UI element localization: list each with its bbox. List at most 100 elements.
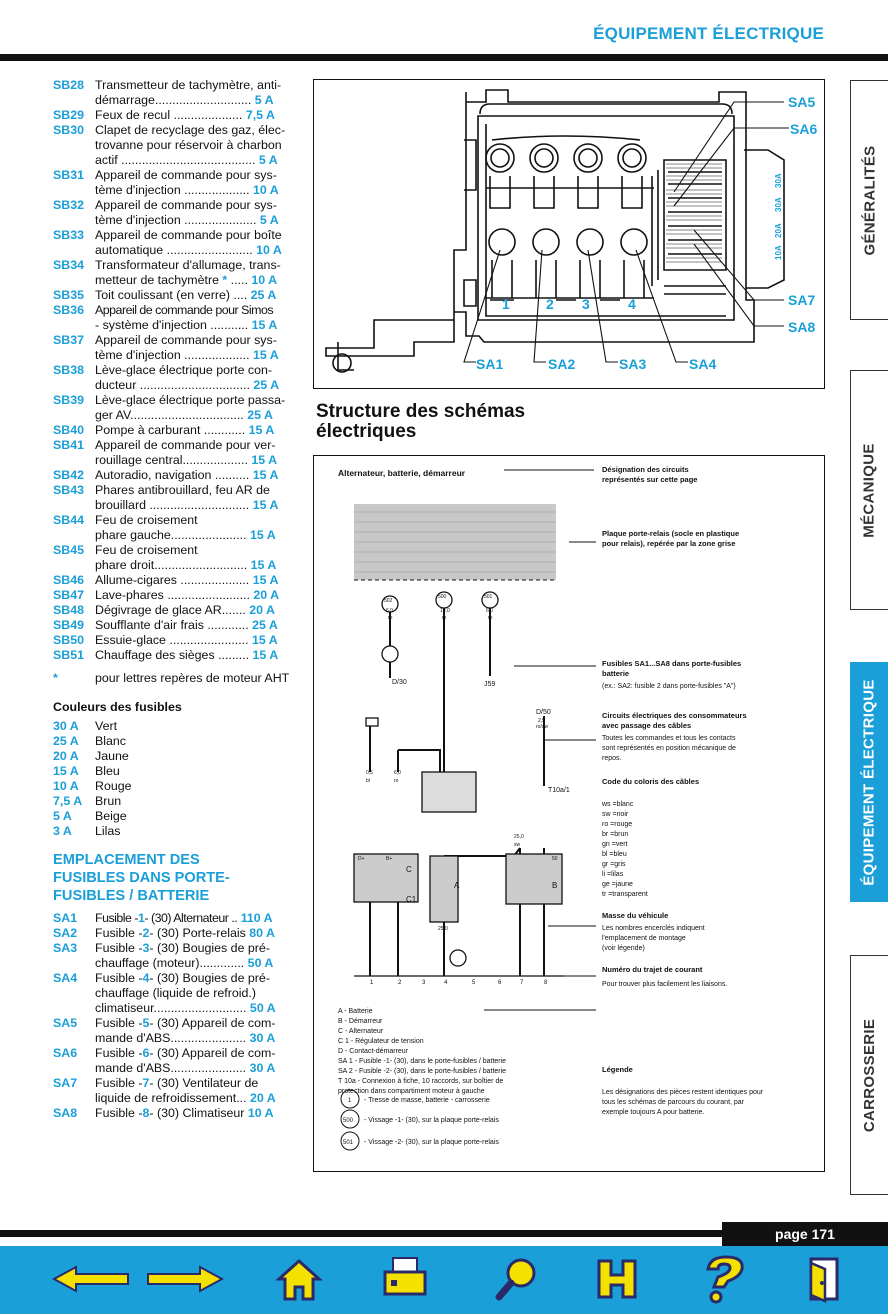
fuse-code: SA5 [53, 1016, 78, 1030]
fuse-code: SA4 [53, 971, 78, 985]
label-fusibles: batterie [602, 669, 629, 678]
fuse-code: SB30 [53, 123, 84, 137]
fuse-amperage: 15 A [252, 573, 279, 587]
tab-carrosserie[interactable]: CARROSSERIE [850, 955, 888, 1195]
fuse-description: Lève-glace électrique porte passa-ger AV… [95, 393, 286, 422]
label-legende-desc: Les désignations des pièces restent iden… [602, 1089, 764, 1096]
fuse-color-amp: 7,5 A [53, 794, 83, 808]
footer-rule [0, 1230, 888, 1237]
fuse-number-2: 2 [546, 296, 554, 312]
fuse-code: SB28 [53, 78, 84, 92]
legend-item: A - Batterie [338, 1008, 373, 1015]
wire-label: 5 [472, 980, 476, 986]
fuse-description: Feux de recul .................... 7,5 A [95, 108, 275, 122]
fuse-amperage: 5 A [254, 93, 274, 107]
fuse-amperage: 110 A [240, 911, 273, 925]
fuse-code: SA8 [53, 1106, 78, 1120]
label-legende-desc: exemple toujours A pour batterie. [602, 1109, 704, 1116]
wire-label: 6,0 [386, 608, 393, 614]
tab-generalites[interactable]: GÉNÉRALITÉS [850, 80, 888, 320]
legend-item: SA 2 - Fusible -2- (30), dans le porte-f… [338, 1068, 506, 1075]
fuse-amperage: 7,5 A [245, 108, 275, 122]
exit-icon[interactable] [796, 1252, 850, 1306]
help-icon[interactable] [690, 1252, 754, 1306]
fuse-code: SB42 [53, 468, 84, 482]
fuse-amperage: 5 A [258, 153, 278, 167]
sa2-label: SA2 [548, 356, 575, 372]
small-fuse-rating: 10A [774, 245, 783, 260]
fuse-description: Soufflante d'air frais ............ 25 A [95, 618, 278, 632]
color-code-item: li =lilas [602, 871, 624, 878]
wire-label: B+ [386, 856, 392, 862]
color-code-item: ro =rouge [602, 821, 632, 828]
tab-equipement-electrique[interactable]: ÉQUIPEMENT ÉLECTRIQUE [850, 662, 888, 902]
label-consommateurs-desc: repos. [602, 755, 622, 762]
fuse-color-name: Vert [95, 719, 118, 733]
sb-fuse-row: SB28 Transmetteur de tachymètre, anti-dém… [53, 78, 299, 108]
fuse-description: Fusible -2- (30) Porte-relais 80 A [95, 926, 275, 940]
fuse-box-diagram: 30A 30A 20A 10A SA5 SA6 SA7 SA8 SA1 SA2 … [313, 79, 825, 389]
fuse-description: Lève-glace électrique porte con-ducteur … [95, 363, 280, 392]
fuse-amperage: 15 A [249, 528, 276, 542]
fuse-code: SB32 [53, 198, 84, 212]
search-icon[interactable] [490, 1252, 544, 1306]
fuse-description: Dégivrage de glace AR....... 20 A [95, 603, 275, 617]
fuse-code: SA7 [53, 1076, 78, 1090]
legend-circle-text: - Tresse de masse, batterie - carrosseri… [364, 1097, 490, 1104]
color-code-item: sw =noir [602, 811, 629, 818]
label-fusibles: Fusibles SA1...SA8 dans porte-fusibles [602, 659, 741, 668]
page-header-title: ÉQUIPEMENT ÉLECTRIQUE [593, 24, 824, 43]
fuse-description: Transmetteur de tachymètre, anti-démarra… [95, 78, 282, 107]
label-masse-desc: Les nombres encerclés indiquent [602, 925, 705, 932]
fuse-colors-title: Couleurs des fusibles [53, 700, 182, 714]
fuse-amperage: 80 A [249, 926, 275, 940]
legend-item: T 10a - Connexion à fiche, 10 raccords, … [338, 1078, 503, 1085]
fuse-color-amp: 20 A [53, 749, 79, 763]
tab-equipement-electrique-label: ÉQUIPEMENT ÉLECTRIQUE [861, 678, 879, 886]
label-plaque: pour relais), repérée par la zone grise [602, 539, 735, 548]
fuse-code: SB39 [53, 393, 84, 407]
wire-label: 1 [370, 980, 374, 986]
small-fuse-rating: 30A [774, 197, 783, 212]
legend-circle-text: - Vissage -1- (30), sur la plaque porte-… [364, 1117, 499, 1124]
legend-item: C 1 - Régulateur de tension [338, 1038, 424, 1045]
fuse-number-1: 1 [502, 296, 510, 312]
arrow-left-icon[interactable] [50, 1252, 134, 1306]
arrow-right-icon[interactable] [142, 1252, 226, 1306]
sa3-label: SA3 [619, 356, 646, 372]
fuse-code: SB51 [53, 648, 84, 662]
page-number: page 171 [722, 1222, 888, 1246]
home-icon[interactable] [272, 1252, 326, 1306]
wire-label: 10,0 [440, 608, 450, 614]
wire-label: A [454, 881, 460, 890]
wire-label: 6 [498, 980, 502, 986]
sa7-label: SA7 [788, 292, 815, 308]
label-circuits: représentés sur cette page [602, 475, 697, 484]
fuse-amperage: 25 A [247, 408, 273, 422]
print-icon[interactable] [378, 1252, 432, 1306]
fuse-code: SB36 [53, 303, 84, 317]
fuse-amperage: 25 A [250, 288, 277, 302]
legend-circle-text: - Vissage -2- (30), sur la plaque porte-… [364, 1139, 499, 1146]
wire-label: B [552, 881, 557, 890]
wire-label: 25,0 [438, 926, 448, 932]
sa4-label: SA4 [689, 356, 716, 372]
index-icon[interactable] [590, 1252, 644, 1306]
tab-mecanique[interactable]: MÉCANIQUE [850, 370, 888, 610]
fuse-amperage: 10 A [251, 273, 278, 287]
label-legende: Légende [602, 1065, 633, 1074]
fuse-color-name: Beige [95, 809, 127, 823]
sa1-label: SA1 [476, 356, 503, 372]
fuse-description: Fusible -4- (30) Bougies de pré-chauffag… [95, 971, 276, 1015]
color-code-item: tr =transparent [602, 891, 648, 898]
